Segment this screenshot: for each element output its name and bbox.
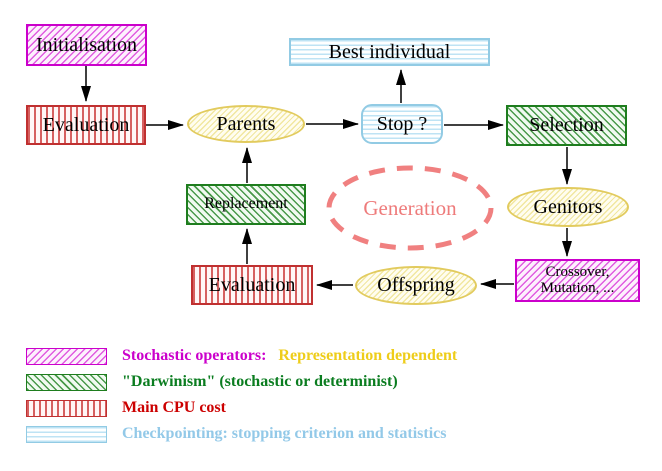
legend-row-stochastic-operators: Stochastic operators: Representation dep…	[26, 347, 457, 365]
node-evaluation-bottom: Evaluation	[191, 265, 313, 305]
node-label: Stop ?	[376, 112, 428, 135]
generation-cycle-label: Generation	[363, 196, 457, 220]
generation-cycle-ellipse	[326, 165, 494, 251]
legend-label-darwinism: "Darwinism" (stochastic or determinist)	[122, 373, 398, 390]
legend-swatch-green-hatch	[26, 373, 107, 391]
legend-row-darwinism: "Darwinism" (stochastic or determinist)	[26, 373, 398, 391]
node-label: Selection	[529, 114, 604, 136]
node-best-individual: Best individual	[289, 38, 490, 66]
node-label: Offspring	[377, 274, 455, 296]
node-parents: Parents	[187, 105, 305, 143]
legend-label-checkpointing: Checkpointing: stopping criterion and st…	[122, 425, 447, 442]
node-evaluation-top: Evaluation	[26, 105, 146, 145]
legend-label-representation-dependent: Representation dependent	[278, 347, 458, 364]
legend-swatch-red-stripes	[26, 399, 107, 417]
node-label: Genitors	[533, 195, 603, 218]
node-label: Parents	[216, 112, 276, 135]
legend-row-checkpointing: Checkpointing: stopping criterion and st…	[26, 425, 446, 443]
node-label-line1: Crossover,	[545, 263, 610, 280]
node-replacement: Replacement	[186, 184, 306, 225]
node-label: Replacement	[204, 195, 288, 213]
legend-label-stochastic-operators: Stochastic operators:	[122, 347, 267, 364]
node-label: Best individual	[328, 40, 451, 63]
node-label: Evaluation	[42, 113, 130, 136]
node-label: Initialisation	[35, 33, 138, 56]
legend-label-main-cpu-cost: Main CPU cost	[122, 399, 226, 416]
node-label: Evaluation	[208, 273, 296, 296]
node-stop: Stop ?	[361, 104, 443, 144]
legend-swatch-cyan-stripes	[26, 425, 107, 443]
node-selection: Selection	[506, 105, 627, 146]
node-genitors: Genitors	[507, 187, 629, 227]
node-crossover-mutation: Crossover, Mutation, ...	[515, 259, 640, 302]
node-initialisation: Initialisation	[26, 24, 147, 66]
node-label-line2: Mutation, ...	[540, 279, 615, 296]
node-offspring: Offspring	[355, 266, 477, 305]
legend-swatch-magenta-hatch	[26, 347, 107, 365]
legend-row-main-cpu-cost: Main CPU cost	[26, 399, 226, 417]
